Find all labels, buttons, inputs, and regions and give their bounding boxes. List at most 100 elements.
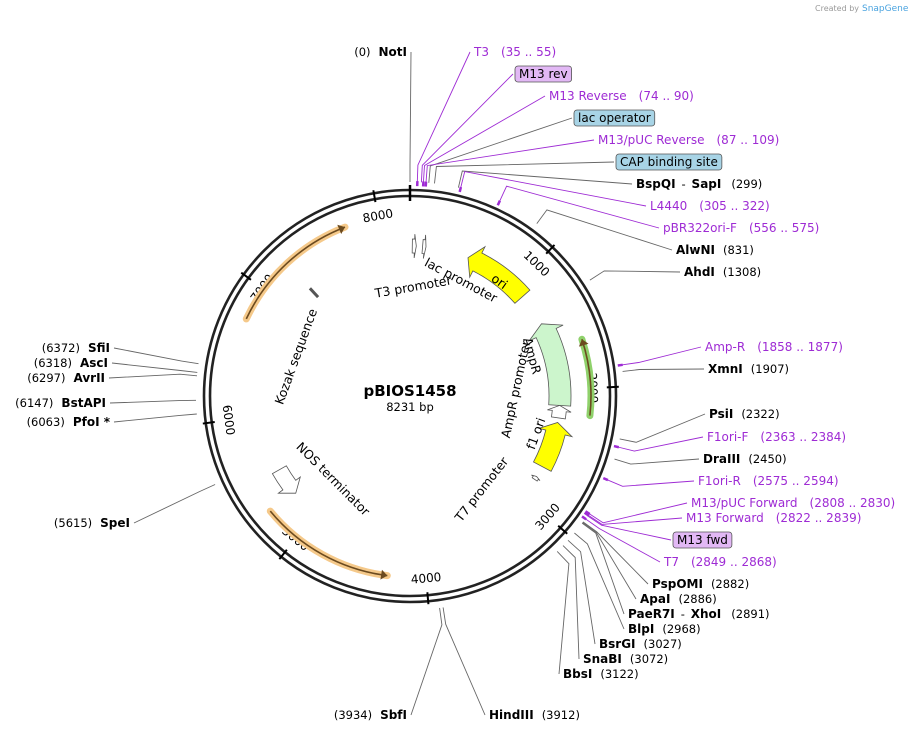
label-box: [672, 531, 733, 549]
leader-line: [428, 117, 573, 183]
leader-line: [420, 73, 514, 183]
site-label-asci: AscI(6318): [34, 356, 108, 370]
primer-name: M13/pUC Forward: [691, 496, 798, 510]
leader-line: [133, 484, 216, 524]
tick-mark: [372, 190, 377, 203]
primer-name: M13 Forward: [686, 511, 764, 525]
primer-label-m13-puc-reverse: M13/pUC Reverse(87 .. 109): [598, 133, 779, 147]
label-box: [615, 153, 723, 171]
leader-line: [416, 51, 471, 183]
site-position: (3027): [644, 637, 682, 651]
leader-line: [581, 522, 625, 615]
leader-line: [422, 95, 546, 183]
primer-range: (87 .. 109): [717, 133, 780, 147]
site-name-secondary: XhoI: [691, 607, 722, 621]
leader-line: [442, 607, 486, 716]
tick-mark: [426, 592, 430, 605]
site-name: PspOMI: [652, 577, 703, 591]
leader-line: [460, 171, 647, 207]
tick-mark: [278, 549, 288, 560]
primer-label-pbr322ori-f: pBR322ori-F(556 .. 575): [663, 221, 819, 235]
leader-line: [562, 545, 580, 660]
site-separator: -: [682, 177, 686, 191]
site-name: BsrGI: [599, 637, 636, 651]
leader-line: [588, 502, 688, 524]
site-position: (6063): [27, 415, 65, 429]
site-name: SfiI: [88, 341, 110, 355]
site-separator: -: [681, 607, 685, 621]
site-position: (1308): [723, 265, 761, 279]
tick-label: 3000: [532, 500, 563, 532]
site-name: BlpI: [628, 622, 654, 636]
site-label-sfii: SfiI(6372): [42, 341, 110, 355]
credit-prefix: Created by: [815, 4, 859, 13]
plasmid-name: pBIOS1458: [363, 382, 456, 400]
site-position: (0): [354, 45, 370, 59]
site-label-apai: ApaI (2886): [640, 592, 717, 606]
primer-range: (305 .. 322): [699, 199, 769, 213]
site-name: PaeR7I: [628, 607, 675, 621]
leader-line: [499, 185, 660, 229]
leader-line: [589, 270, 681, 281]
site-position: (1907): [751, 362, 789, 376]
site-position: (2882): [711, 577, 749, 591]
primer-label-m13-puc-forward: M13/pUC Forward(2808 .. 2830): [691, 496, 895, 510]
primer-label-m13-forward: M13 Forward(2822 .. 2839): [686, 511, 861, 525]
primer-label-t3: T3(35 .. 55): [473, 45, 556, 59]
site-position: (831): [723, 243, 754, 257]
primer-name: L4440: [650, 199, 687, 213]
primer-label-t7: T7(2849 .. 2868): [663, 555, 777, 569]
feature-arc: [269, 510, 388, 577]
site-name: AlwNI: [676, 243, 715, 257]
site-name: SbfI: [380, 708, 407, 722]
leader-line: [621, 346, 702, 366]
site-label-bsrgi: BsrGI (3027): [599, 637, 682, 651]
primer-name: F1ori-R: [698, 474, 741, 488]
primer-label-amp-r: Amp-R (1858 .. 1877): [705, 340, 843, 354]
feature-ampr: [527, 323, 572, 407]
boxed-label-text: M13 rev: [519, 67, 568, 81]
primer-name: Amp-R: [705, 340, 745, 354]
feature-arrowhead: [380, 569, 388, 580]
feature-kozak-sequence: [308, 287, 320, 299]
site-label-hindiii: HindIII(3912): [489, 708, 580, 722]
site-position: (2968): [662, 622, 700, 636]
leader-line: [617, 436, 704, 452]
boxed-label-m13-fwd: M13 fwd: [672, 531, 733, 549]
feature-nos-terminator: [271, 465, 301, 494]
site-position: (2886): [678, 592, 716, 606]
site-name: HindIII: [489, 708, 534, 722]
leader-line: [113, 347, 199, 365]
feature-arrowhead: [337, 224, 346, 234]
primer-name: M13 Reverse: [549, 89, 627, 103]
leader-line: [410, 607, 443, 716]
site-name: DraIII: [703, 452, 740, 466]
site-name: XmnI: [708, 362, 743, 376]
site-position: (6318): [34, 356, 72, 370]
leader-line: [109, 399, 197, 404]
site-label-draiii: DraIII(2450): [703, 452, 787, 466]
primer-range: (556 .. 575): [749, 221, 819, 235]
site-label-bstapi: BstAPI(6147): [15, 396, 106, 410]
leader-line: [457, 170, 633, 188]
primer-name: T7: [663, 555, 679, 569]
leader-lines: [108, 51, 706, 716]
site-name: PfoI *: [73, 415, 111, 429]
site-label-sbfi: SbfI (3934): [334, 708, 407, 722]
site-position: (3934): [334, 708, 372, 722]
primer-range: (1858 .. 1877): [757, 340, 843, 354]
site-label-psii: PsiI(2322): [709, 407, 780, 421]
boxed-label-text: CAP binding site: [620, 155, 718, 169]
feature-label-kozak-sequence: Kozak sequence: [271, 306, 320, 406]
leader-line: [434, 161, 615, 184]
site-name: ApaI: [640, 592, 670, 606]
leader-line: [108, 373, 198, 379]
tick-label: 4000: [410, 570, 442, 587]
primer-range: (2575 .. 2594): [753, 474, 839, 488]
feature-f1-ori: [532, 421, 574, 472]
tick-mark: [240, 271, 252, 281]
site-name: NotI: [379, 45, 408, 59]
boxed-label-m13-rev: M13 rev: [514, 65, 572, 83]
primer-range: (2363 .. 2384): [760, 430, 846, 444]
